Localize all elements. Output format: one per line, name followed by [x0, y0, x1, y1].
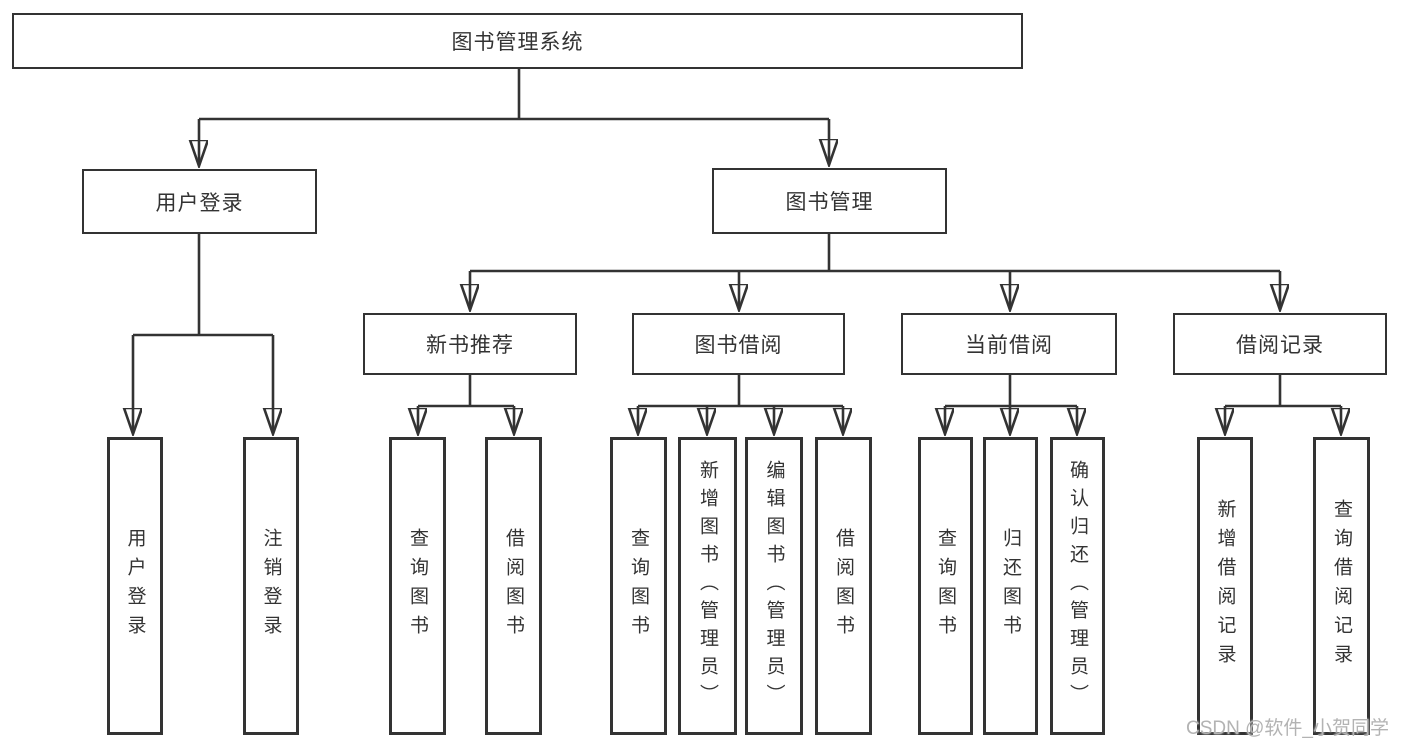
node-new-book-recommendation-label: 新书推荐 [426, 334, 514, 357]
node-borrowing-records: 借阅记录 [1173, 313, 1387, 375]
leaf-add-books-admin: 新增图书（管理员） [678, 437, 737, 735]
node-current-borrowing-label: 当前借阅 [965, 334, 1053, 357]
node-user-login: 用户登录 [82, 169, 317, 234]
leaf-add-books-admin-label: 新增图书（管理员） [697, 460, 718, 712]
leaf-return-books: 归还图书 [983, 437, 1038, 735]
leaf-query-books-borrowing-label: 查询图书 [628, 528, 649, 644]
leaf-query-books-recommend: 查询图书 [389, 437, 446, 735]
leaf-logout-label: 注销登录 [260, 528, 282, 644]
leaf-query-books-borrowing: 查询图书 [610, 437, 667, 735]
leaf-return-books-label: 归还图书 [1000, 528, 1021, 644]
node-current-borrowing: 当前借阅 [901, 313, 1117, 375]
leaf-query-books-recommend-label: 查询图书 [407, 528, 428, 644]
leaf-edit-books-admin: 编辑图书（管理员） [745, 437, 803, 735]
leaf-borrow-books-recommend: 借阅图书 [485, 437, 542, 735]
node-book-borrowing: 图书借阅 [632, 313, 845, 375]
leaf-edit-books-admin-label: 编辑图书（管理员） [763, 460, 785, 712]
node-borrowing-records-label: 借阅记录 [1236, 334, 1324, 357]
leaf-borrow-books-borrowing: 借阅图书 [815, 437, 872, 735]
node-user-login-label: 用户登录 [155, 191, 244, 215]
leaf-user-login-label: 用户登录 [124, 528, 146, 644]
leaf-query-borrow-record: 查询借阅记录 [1313, 437, 1370, 735]
leaf-query-books-current-label: 查询图书 [935, 528, 956, 644]
leaf-add-borrow-record-label: 新增借阅记录 [1214, 499, 1236, 673]
leaf-add-borrow-record: 新增借阅记录 [1197, 437, 1253, 735]
leaf-query-borrow-record-label: 查询借阅记录 [1331, 499, 1352, 673]
node-book-management-label: 图书管理 [785, 191, 874, 214]
leaf-logout: 注销登录 [243, 437, 299, 735]
node-root-system-label: 图书管理系统 [451, 31, 584, 54]
node-book-borrowing-label: 图书借阅 [694, 334, 783, 357]
leaf-confirm-return-admin: 确认归还（管理员） [1050, 437, 1105, 735]
leaf-borrow-books-recommend-label: 借阅图书 [503, 528, 524, 644]
leaf-query-books-current: 查询图书 [918, 437, 973, 735]
leaf-confirm-return-admin-label: 确认归还（管理员） [1067, 460, 1088, 712]
node-root-system: 图书管理系统 [12, 13, 1023, 69]
node-book-management: 图书管理 [712, 168, 947, 234]
csdn-watermark: CSDN @软件_小贺同学 [1186, 718, 1389, 739]
leaf-user-login: 用户登录 [107, 437, 163, 735]
node-new-book-recommendation: 新书推荐 [363, 313, 577, 375]
leaf-borrow-books-borrowing-label: 借阅图书 [833, 528, 854, 644]
